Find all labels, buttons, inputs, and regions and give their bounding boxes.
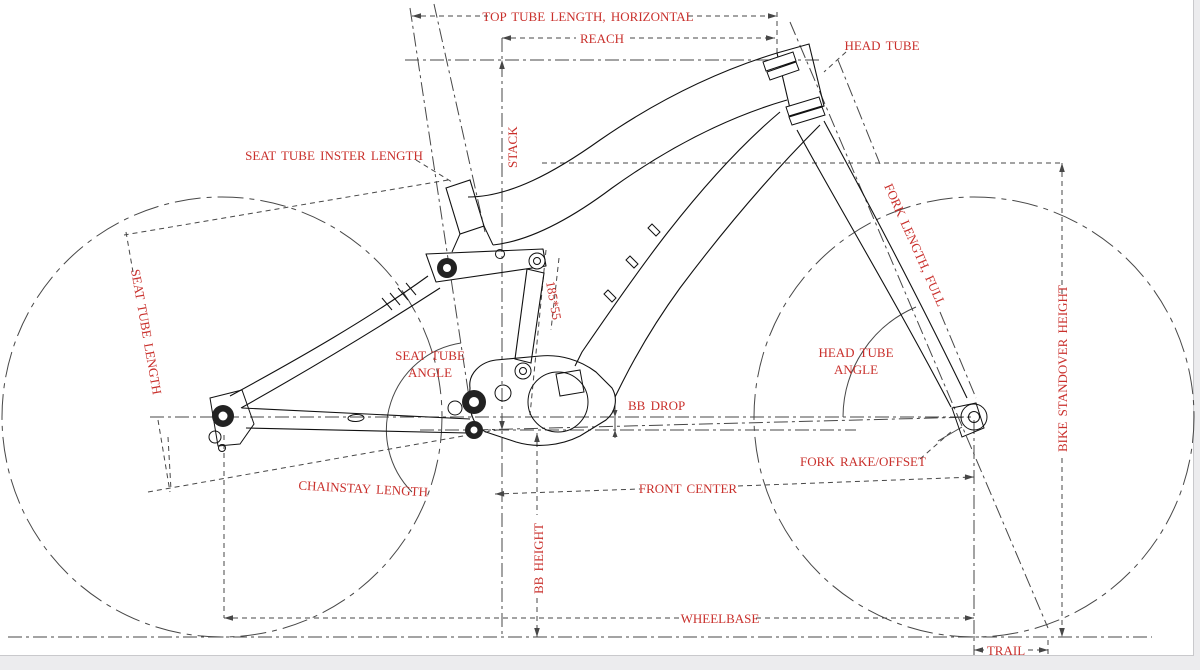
shock-dim-lines	[529, 249, 560, 416]
fork-rake-leader	[919, 430, 953, 460]
frame-drawing	[208, 43, 988, 452]
rear-hub-hole	[218, 411, 228, 421]
head-tube-leader	[823, 51, 847, 73]
main-pivot-hole	[469, 397, 479, 407]
seat-tube-axis-line	[433, 3, 486, 233]
label-seat-insert: SEAT TUBE INSTER LENGTH	[245, 148, 423, 163]
rear-pivot-small	[208, 430, 222, 444]
rocker-link	[425, 248, 547, 283]
front-hub-inner	[968, 411, 980, 423]
seat-length-ext	[123, 179, 449, 236]
label-trail: TRAIL	[987, 643, 1025, 658]
cable-ports	[603, 223, 661, 303]
top-tube-dim-line	[412, 12, 778, 60]
rocker-pivot-hole	[443, 264, 451, 272]
label-seat-angle-1: SEAT TUBE	[395, 348, 465, 363]
shock-bottom-eyelet	[514, 362, 532, 380]
bb-to-axle-line	[473, 416, 974, 431]
seat-angle-arc	[385, 342, 462, 493]
label-top-tube: TOP TUBE LENGTH, HORIZONTAL	[482, 9, 693, 24]
label-standover: BIKE STANDOVER HEIGHT	[1055, 285, 1070, 452]
seat-tube-throat	[451, 225, 494, 253]
steering-axis-line	[789, 21, 1049, 629]
label-stack: STACK	[505, 126, 520, 168]
head-tube-shape	[776, 43, 825, 118]
bb-shell-hole	[470, 426, 478, 434]
chainstay-upper	[241, 407, 471, 420]
front-center-dim-line	[494, 476, 975, 495]
label-chainstay: CHAINSTAY LENGTH	[298, 478, 428, 500]
shock-body	[514, 268, 545, 364]
pivot-aux2	[494, 384, 512, 402]
rear-dropout	[209, 389, 255, 447]
seat-stay-lower	[240, 287, 441, 409]
fork-length-dim-line	[837, 59, 977, 399]
chainstay-lower	[245, 427, 469, 434]
pivot-aux1	[447, 400, 463, 416]
seat-tube-shape	[445, 179, 485, 235]
label-front-center: FRONT CENTER	[639, 481, 738, 496]
label-head-tube: HEAD TUBE	[844, 38, 919, 53]
trail-arrows	[974, 647, 1048, 653]
shock-top-eyelet-hole	[533, 257, 541, 265]
label-head-angle-1: HEAD TUBE	[818, 345, 893, 360]
drawing-page	[0, 0, 1194, 656]
label-shock-size: 185*55	[543, 280, 565, 321]
down-tube-lower	[614, 124, 821, 398]
motor-outline	[468, 355, 616, 446]
fork-leg-inner	[823, 120, 968, 399]
shock-bottom-eyelet-hole	[519, 367, 527, 375]
seat-insert-leader	[415, 159, 453, 183]
front-hub-outer	[960, 403, 988, 431]
seat-axis-line	[409, 7, 475, 431]
chainstay-slot	[347, 413, 365, 423]
seat-stay-hashes	[381, 282, 417, 311]
motor-bolt-plate	[555, 369, 585, 397]
stem-spacers	[762, 51, 800, 81]
label-reach: REACH	[580, 31, 624, 46]
wheelbase-dim-line	[223, 435, 974, 619]
top-tube-lower	[492, 99, 788, 246]
label-seat-length: SEAT TUBE LENGTH	[128, 268, 165, 396]
label-head-angle-2: ANGLE	[834, 362, 878, 377]
rear-pivot-tiny	[218, 444, 226, 452]
lower-cup	[785, 96, 826, 126]
shock-top-eyelet	[528, 252, 546, 270]
label-fork-rake: FORK RAKE/OFFSET	[800, 454, 926, 469]
top-tube-upper	[467, 52, 778, 198]
fork-rake-tick	[937, 426, 963, 442]
seat-length-dim-line	[125, 231, 171, 493]
label-bb-height: BB HEIGHT	[531, 523, 546, 594]
fork-leg-outer	[796, 129, 952, 408]
seat-stay-upper	[229, 275, 429, 397]
label-wheelbase: WHEELBASE	[681, 611, 760, 626]
label-seat-angle-2: ANGLE	[408, 365, 452, 380]
label-bb-drop: BB DROP	[628, 398, 685, 413]
down-tube-upper	[574, 111, 781, 367]
bb-drop-arrows	[612, 410, 618, 437]
chainring	[527, 371, 589, 433]
rocker-bolt	[495, 249, 505, 259]
fork-dropout	[951, 402, 985, 438]
